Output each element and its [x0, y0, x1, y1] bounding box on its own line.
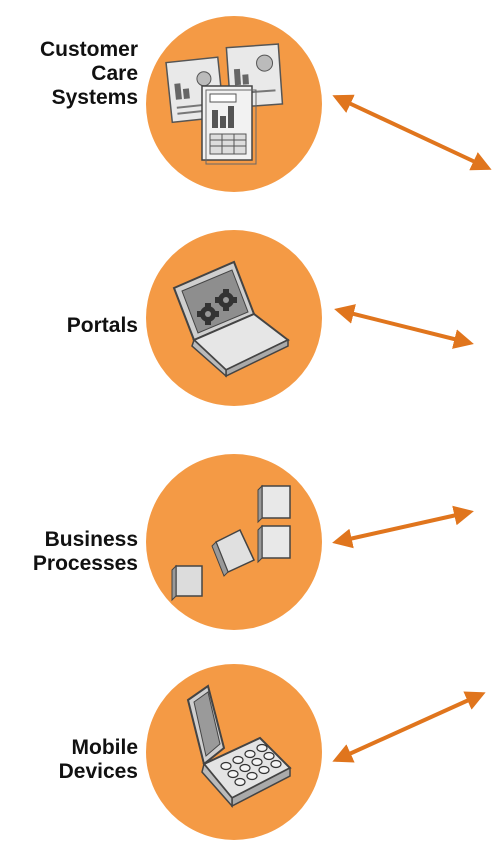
- item-customer-care-systems: Customer Care Systems: [0, 0, 496, 200]
- item-label: Mobile Devices: [59, 736, 138, 784]
- label-line: Care: [91, 62, 138, 85]
- item-mobile-devices: Mobile Devices: [0, 620, 496, 853]
- flip-phone-icon: [178, 680, 298, 820]
- label-line: Devices: [58, 760, 138, 783]
- item-label: Customer Care Systems: [40, 38, 138, 110]
- laptop-gears-icon: [168, 258, 298, 378]
- label-line: Mobile: [71, 736, 139, 759]
- arrow-portals: [334, 304, 474, 349]
- item-portals: Portals: [0, 200, 496, 406]
- label-line: Portals: [66, 314, 138, 337]
- arrow-customer-care: [332, 94, 492, 171]
- label-line: Processes: [32, 552, 138, 575]
- arrow-mobile-devices: [332, 691, 486, 763]
- label-line: Business: [44, 528, 138, 551]
- arrow-business-processes: [332, 505, 474, 549]
- process-blocks-icon: [160, 482, 310, 612]
- documents-charts-icon: [162, 40, 292, 170]
- item-business-processes: Business Processes: [0, 400, 496, 630]
- label-line: Systems: [51, 86, 138, 109]
- label-line: Customer: [39, 38, 138, 61]
- item-label: Business Processes: [33, 528, 138, 576]
- item-label: Portals: [67, 314, 138, 338]
